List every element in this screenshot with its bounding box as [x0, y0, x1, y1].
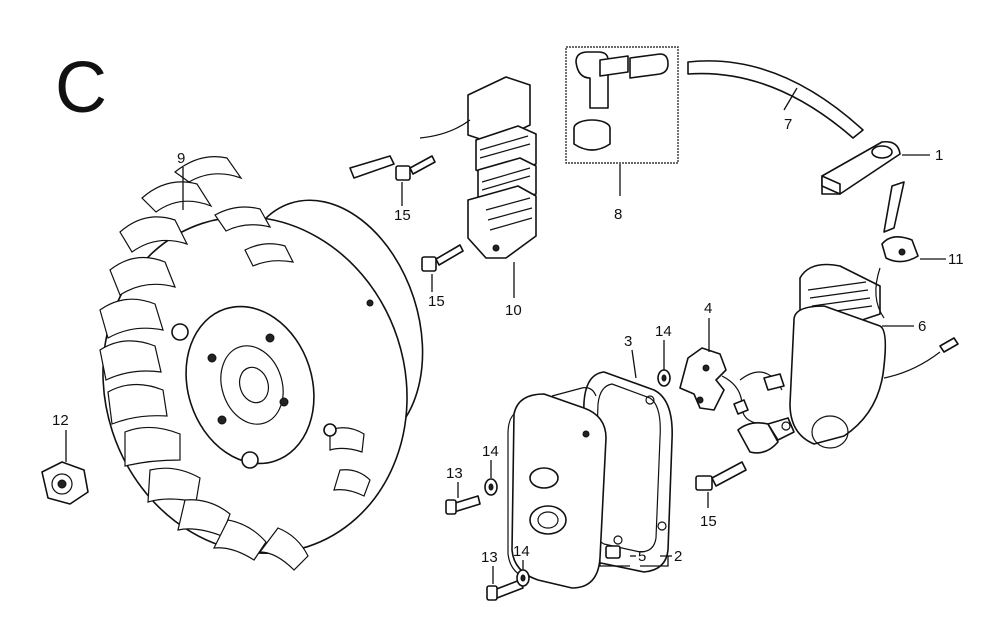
- high-tension-cord-part[interactable]: [687, 60, 864, 139]
- bolt-13-upper[interactable]: [445, 495, 481, 515]
- callout-14-upper: 14: [655, 323, 672, 340]
- washer-14-middle[interactable]: [484, 478, 498, 496]
- callout-12: 12: [52, 412, 69, 429]
- spark-plug-cap-set[interactable]: [565, 46, 679, 164]
- callout-11: 11: [948, 251, 964, 268]
- callout-3: 3: [624, 333, 632, 350]
- flywheel-part[interactable]: [60, 156, 453, 593]
- bolt-15-middle[interactable]: [421, 244, 464, 272]
- callout-8: 8: [614, 206, 622, 223]
- callout-13-upper: 13: [446, 465, 463, 482]
- section-letter: C: [55, 48, 107, 128]
- ignition-coil-part[interactable]: [349, 76, 537, 259]
- callout-7: 7: [784, 116, 792, 133]
- contact-breaker-part[interactable]: [679, 347, 785, 425]
- clamp-part[interactable]: [881, 236, 919, 263]
- washer-14-lower[interactable]: [516, 569, 530, 587]
- callout-13-lower: 13: [481, 549, 498, 566]
- callout-14-lower: 14: [513, 543, 530, 560]
- breaker-cover-part[interactable]: [507, 387, 607, 589]
- condenser-part[interactable]: [737, 417, 795, 454]
- callout-2: 2: [674, 548, 682, 565]
- callout-10: 10: [505, 302, 522, 319]
- grommet-5-part[interactable]: [605, 545, 621, 559]
- bracket-part[interactable]: [821, 140, 901, 195]
- callout-5: 5: [638, 548, 646, 565]
- callout-9: 9: [177, 150, 185, 167]
- callout-15-lower: 15: [700, 513, 717, 530]
- bolt-13-lower[interactable]: [486, 579, 524, 601]
- callout-1: 1: [935, 147, 943, 164]
- callout-4: 4: [704, 300, 712, 317]
- callout-15-upper: 15: [394, 207, 411, 224]
- callout-14-middle: 14: [482, 443, 499, 460]
- bolt-15-lower[interactable]: [695, 461, 747, 491]
- main-coil-part[interactable]: [789, 263, 959, 449]
- washer-14-upper[interactable]: [657, 369, 671, 387]
- callout-6: 6: [918, 318, 926, 335]
- bolt-15-upper[interactable]: [395, 155, 436, 181]
- flywheel-nut-part[interactable]: [41, 461, 89, 505]
- callout-15-middle: 15: [428, 293, 445, 310]
